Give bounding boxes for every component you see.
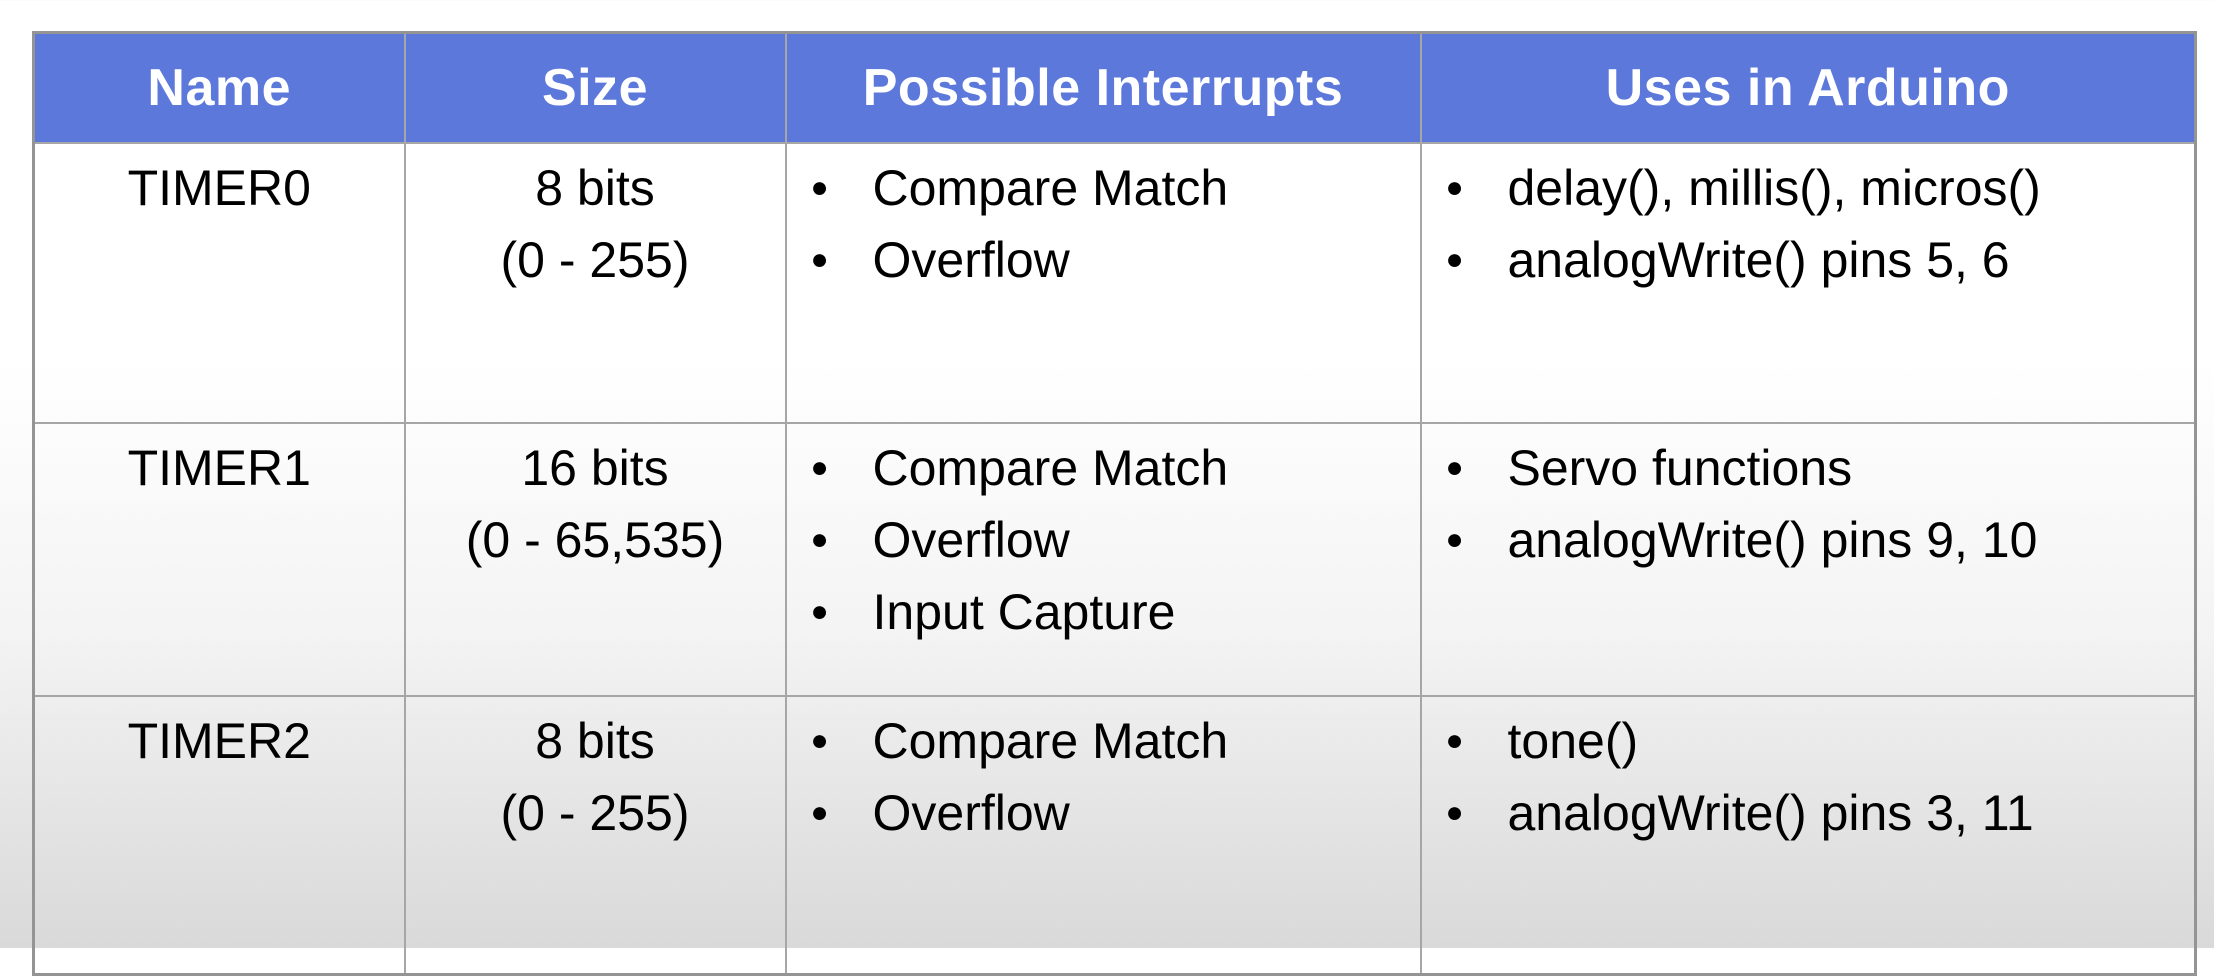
list-item: Compare Match xyxy=(801,152,1412,224)
timer0-uses-cell: delay(), millis(), micros() analogWrite(… xyxy=(1419,142,2197,424)
interrupts-list: Compare Match Overflow xyxy=(801,705,1412,849)
table-row-timer2: TIMER2 8 bits (0 - 255) Compare Match Ov… xyxy=(32,695,2197,976)
uses-list: Servo functions analogWrite() pins 9, 10 xyxy=(1436,432,2187,576)
size-line: (0 - 255) xyxy=(500,232,690,288)
timer1-size-cell: 16 bits (0 - 65,535) xyxy=(403,422,787,697)
column-header-possible-interrupts: Possible Interrupts xyxy=(784,31,1422,144)
size-line: 16 bits xyxy=(521,440,669,496)
slide-canvas: Name Size Possible Interrupts Uses in Ar… xyxy=(0,0,2214,948)
interrupts-list: Compare Match Overflow xyxy=(801,152,1412,296)
timer0-size-cell: 8 bits (0 - 255) xyxy=(403,142,787,424)
column-header-name: Name xyxy=(32,31,406,144)
list-item: analogWrite() pins 5, 6 xyxy=(1436,224,2187,296)
list-item: delay(), millis(), micros() xyxy=(1436,152,2187,224)
list-item: Compare Match xyxy=(801,705,1412,777)
timer0-name-cell: TIMER0 xyxy=(32,142,406,424)
size-line: 8 bits xyxy=(535,160,655,216)
timer2-interrupts-cell: Compare Match Overflow xyxy=(784,695,1422,976)
list-item: Overflow xyxy=(801,224,1412,296)
table-row-timer1: TIMER1 16 bits (0 - 65,535) Compare Matc… xyxy=(32,422,2197,697)
column-header-size: Size xyxy=(403,31,787,144)
list-item: Overflow xyxy=(801,777,1412,849)
list-item: tone() xyxy=(1436,705,2187,777)
size-line: 8 bits xyxy=(535,713,655,769)
timer1-interrupts-cell: Compare Match Overflow Input Capture xyxy=(784,422,1422,697)
timer1-uses-cell: Servo functions analogWrite() pins 9, 10 xyxy=(1419,422,2197,697)
interrupts-list: Compare Match Overflow Input Capture xyxy=(801,432,1412,648)
uses-list: delay(), millis(), micros() analogWrite(… xyxy=(1436,152,2187,296)
timer0-interrupts-cell: Compare Match Overflow xyxy=(784,142,1422,424)
timer2-uses-cell: tone() analogWrite() pins 3, 11 xyxy=(1419,695,2197,976)
column-header-uses-in-arduino: Uses in Arduino xyxy=(1419,31,2197,144)
timer2-size-cell: 8 bits (0 - 255) xyxy=(403,695,787,976)
timer1-name-cell: TIMER1 xyxy=(32,422,406,697)
list-item: Compare Match xyxy=(801,432,1412,504)
table-header-row: Name Size Possible Interrupts Uses in Ar… xyxy=(32,31,2197,144)
table-row-timer0: TIMER0 8 bits (0 - 255) Compare Match Ov… xyxy=(32,142,2197,424)
uses-list: tone() analogWrite() pins 3, 11 xyxy=(1436,705,2187,849)
timer2-name-cell: TIMER2 xyxy=(32,695,406,976)
list-item: Overflow xyxy=(801,504,1412,576)
list-item: analogWrite() pins 9, 10 xyxy=(1436,504,2187,576)
list-item: analogWrite() pins 3, 11 xyxy=(1436,777,2187,849)
arduino-timers-table: Name Size Possible Interrupts Uses in Ar… xyxy=(32,31,2197,976)
size-line: (0 - 65,535) xyxy=(465,512,725,568)
list-item: Servo functions xyxy=(1436,432,2187,504)
size-line: (0 - 255) xyxy=(500,785,690,841)
list-item: Input Capture xyxy=(801,576,1412,648)
